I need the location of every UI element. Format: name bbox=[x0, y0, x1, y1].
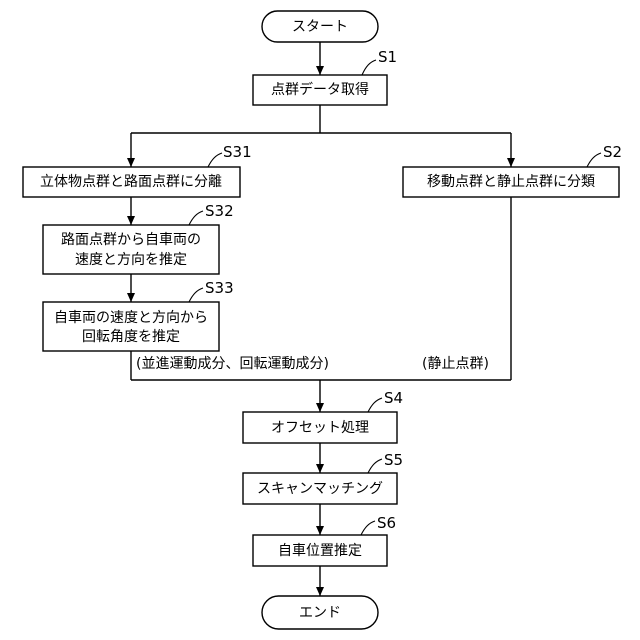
step-s4-node: オフセット処理 S4 bbox=[243, 389, 403, 443]
step-s32-line-2: 速度と方向を推定 bbox=[75, 252, 187, 268]
step-s1-number: S1 bbox=[378, 48, 397, 66]
step-s33-line-1: 自車両の速度と方向から bbox=[54, 309, 208, 326]
branch-label-right: (静止点群) bbox=[422, 356, 489, 372]
step-s2-label: 移動点群と静止点群に分類 bbox=[427, 174, 595, 190]
step-s2-leader bbox=[587, 153, 601, 167]
step-s5-number: S5 bbox=[384, 451, 403, 469]
step-s31-number: S31 bbox=[223, 143, 252, 161]
step-s6-leader bbox=[361, 521, 375, 535]
end-node: エンド bbox=[262, 596, 378, 629]
step-s31-leader bbox=[208, 153, 222, 167]
step-s33-node: 自車両の速度と方向から 回転角度を推定 S33 bbox=[43, 279, 234, 351]
step-s32-leader bbox=[189, 211, 203, 225]
branch-label-left: (並進運動成分、回転運動成分) bbox=[136, 356, 329, 372]
step-s6-number: S6 bbox=[377, 514, 396, 532]
step-s32-line-1: 路面点群から自車両の bbox=[61, 231, 201, 248]
step-s5-node: スキャンマッチング S5 bbox=[243, 451, 403, 504]
step-s5-label: スキャンマッチング bbox=[257, 481, 383, 497]
step-s4-leader bbox=[368, 398, 382, 412]
step-s5-leader bbox=[368, 459, 382, 473]
step-s31-node: 立体物点群と路面点群に分離 S31 bbox=[23, 143, 252, 197]
step-s6-node: 自車位置推定 S6 bbox=[253, 514, 396, 566]
step-s1-leader bbox=[362, 60, 376, 75]
step-s32-node: 路面点群から自車両の 速度と方向を推定 S32 bbox=[43, 202, 234, 274]
step-s6-label: 自車位置推定 bbox=[278, 542, 362, 559]
step-s1-label: 点群データ取得 bbox=[271, 81, 369, 98]
step-s2-node: 移動点群と静止点群に分類 S2 bbox=[403, 143, 622, 197]
end-label: エンド bbox=[299, 605, 341, 621]
step-s33-line-2: 回転角度を推定 bbox=[82, 329, 180, 345]
step-s4-number: S4 bbox=[384, 389, 403, 407]
step-s4-label: オフセット処理 bbox=[271, 420, 369, 436]
start-node: スタート bbox=[262, 11, 378, 42]
start-label: スタート bbox=[292, 19, 348, 35]
step-s33-number: S33 bbox=[205, 279, 234, 297]
step-s31-label: 立体物点群と路面点群に分離 bbox=[40, 173, 222, 190]
step-s1-node: 点群データ取得 S1 bbox=[253, 48, 397, 105]
step-s32-number: S32 bbox=[205, 202, 234, 220]
step-s33-leader bbox=[189, 288, 203, 302]
step-s2-number: S2 bbox=[603, 143, 622, 161]
